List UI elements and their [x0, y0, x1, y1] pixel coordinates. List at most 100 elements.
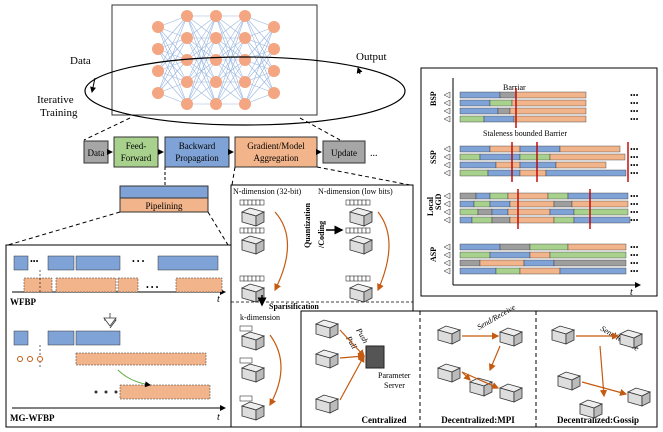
nn-node [181, 10, 193, 22]
sync-dots: ••• [630, 99, 639, 108]
mpi-arrow [461, 371, 471, 381]
nn-node [181, 54, 193, 66]
nn-node [210, 98, 222, 110]
centralized-label: Centralized [362, 415, 407, 425]
local-sgd-line1: Local [426, 196, 435, 216]
worker-server [241, 283, 265, 303]
sync-bar [555, 161, 607, 169]
nn-node [152, 65, 164, 77]
wfbp-label: WFBP [10, 297, 37, 307]
sync-bar [559, 267, 627, 275]
sync-bar [567, 192, 629, 200]
sync-dots: ••• [630, 91, 639, 100]
mg-bp-bar [13, 330, 29, 346]
mpi-node [437, 363, 461, 383]
worker-server [315, 319, 339, 339]
sync-dots: ••• [630, 192, 639, 201]
n-dim-32-label: N-dimension (32-bit) [233, 187, 302, 196]
sync-bar [573, 216, 631, 224]
sync-bar [509, 107, 587, 115]
nn-node [239, 10, 251, 22]
pipelining-blue [119, 185, 209, 199]
nn-node [239, 76, 251, 88]
vector-lowbit [345, 227, 371, 234]
sync-bar [473, 200, 491, 208]
nn-node [239, 32, 251, 44]
n-dim-low-label: N-dimension (low bits) [318, 187, 393, 196]
sync-bar [519, 161, 557, 169]
sync-dots: ••• [630, 161, 639, 170]
sync-bar [507, 192, 549, 200]
vector-lowbit [345, 199, 371, 206]
pipeline-row: Data Feed- Forward Backward Propagation … [83, 136, 378, 168]
worker-icon [443, 145, 451, 153]
worker-icon [443, 153, 451, 161]
sync-bar [511, 99, 587, 107]
gossip-node [551, 325, 575, 345]
worker-icon [443, 99, 451, 107]
sync-bar [499, 91, 517, 99]
comm-arrow [269, 334, 282, 407]
nn-node [210, 76, 222, 88]
mg-dot [17, 356, 23, 362]
data-label: Data [70, 55, 91, 67]
vector-32bit [239, 199, 265, 206]
nn-node [268, 65, 280, 77]
wfbp-bp-bar [13, 255, 29, 271]
backward-line2: Propagation [175, 153, 219, 163]
nn-node [268, 43, 280, 55]
worker-icon [443, 115, 451, 123]
mg-dot [104, 390, 108, 394]
gossip-node [619, 329, 643, 349]
gradient-line2: Aggregation [254, 153, 299, 163]
sync-dots: ••• [630, 169, 639, 178]
mg-dot [37, 356, 43, 362]
sync-bar [553, 259, 627, 267]
backward-line1: Backward [179, 141, 216, 151]
mg-bp-bar [47, 330, 75, 346]
update-step: Update [331, 148, 357, 158]
staleness-label: Staleness bounded Barrier [483, 129, 567, 138]
wfbp-bp-bar [47, 255, 75, 271]
sync-bar [559, 145, 621, 153]
sync-bar [459, 267, 497, 275]
sync-bar [459, 153, 481, 161]
gradient-line1: Gradient/Model [247, 141, 305, 151]
sync-dots: ••• [630, 200, 639, 209]
worker-server [241, 401, 265, 421]
training-loop [84, 56, 406, 126]
wfbp-bp-bar [75, 255, 121, 271]
sync-bar [529, 243, 569, 251]
wfbp-t-axis: t [217, 294, 220, 305]
gossip-node [557, 371, 581, 391]
worker-icon [443, 243, 451, 251]
mg-dot [94, 390, 98, 394]
quantization-line1: Quantization [303, 203, 312, 248]
sync-bar [519, 267, 561, 275]
sync-bar [553, 216, 575, 224]
sync-bar [519, 153, 551, 161]
vector-sparse [239, 325, 253, 332]
neural-network [111, 4, 318, 116]
worker-server [241, 207, 265, 227]
feed-forward-line2: Forward [121, 153, 152, 163]
nn-node [181, 76, 193, 88]
param-server-line2: Server [384, 381, 405, 390]
mpi-node [499, 383, 523, 403]
sync-bar [489, 145, 521, 153]
sync-dots: ••• [630, 107, 639, 116]
mg-dot [114, 390, 118, 394]
sync-t-axis: t [630, 287, 633, 298]
wfbp-comm-bar [175, 277, 223, 293]
sync-bar [459, 200, 475, 208]
sync-bar [495, 267, 521, 275]
sync-bar [497, 107, 511, 115]
iterative-label: Iterative [37, 94, 74, 106]
nn-node [152, 87, 164, 99]
gossip-arrow [599, 345, 608, 398]
pipeline-ellipsis: ... [370, 148, 378, 159]
output-label: Output [356, 51, 387, 63]
worker-server [315, 349, 339, 369]
sync-bar [523, 259, 555, 267]
worker-icon [443, 161, 451, 169]
